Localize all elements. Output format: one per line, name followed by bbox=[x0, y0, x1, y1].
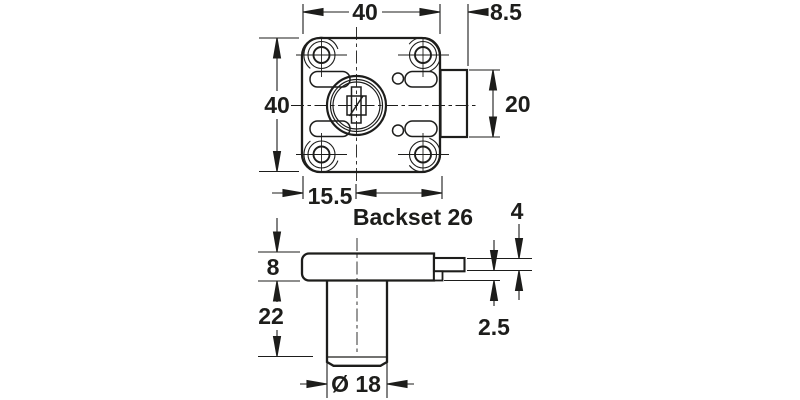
pin-holes bbox=[391, 72, 405, 137]
dimension-backset: 15.5 Backset 26 bbox=[272, 176, 473, 230]
side-plate-outline bbox=[300, 252, 436, 282]
dimension-bolt-offset-2-5: 2.5 bbox=[444, 240, 510, 340]
dim-label-bolt-height: 20 bbox=[505, 91, 531, 117]
dim-label-plate-thickness: 8 bbox=[267, 254, 280, 280]
side-view-dimensions: 8 22 Ø 18 4 bbox=[258, 198, 532, 398]
front-view-centerlines bbox=[291, 27, 478, 183]
dimension-cylinder-length-22: 22 bbox=[258, 303, 313, 358]
dimension-width-40: 40 bbox=[302, 0, 441, 34]
dimension-bolt-protrusion-8-5: 8.5 bbox=[467, 0, 522, 66]
front-view-dimensions: 40 8.5 40 20 bbox=[259, 0, 531, 230]
side-view bbox=[300, 238, 466, 367]
fixing-slots bbox=[309, 70, 438, 138]
latch-bolt-side bbox=[432, 256, 466, 273]
dim-label-backset: Backset 26 bbox=[353, 204, 473, 230]
dimension-bolt-thickness-4: 4 bbox=[467, 198, 532, 300]
dimension-bolt-height-20: 20 bbox=[469, 69, 531, 138]
dimension-cylinder-diameter-18: Ø 18 bbox=[300, 363, 414, 398]
lock-plate-outline bbox=[300, 36, 442, 174]
screw-holes bbox=[296, 36, 449, 173]
dimension-plate-thickness-8: 8 bbox=[258, 218, 300, 302]
latch-bolt-front bbox=[439, 68, 469, 139]
dim-label-width-40: 40 bbox=[352, 0, 378, 25]
plate-step-notch bbox=[433, 270, 444, 282]
dim-label-bolt-thickness: 4 bbox=[511, 198, 524, 224]
cylinder-body-side bbox=[325, 280, 389, 367]
dim-label-bolt-protrusion: 8.5 bbox=[490, 0, 522, 25]
dim-label-cylinder-diameter: Ø 18 bbox=[331, 371, 381, 397]
dimension-height-40: 40 bbox=[259, 37, 299, 173]
dim-label-bolt-offset: 2.5 bbox=[478, 314, 510, 340]
screw-hole-crosshairs bbox=[296, 39, 449, 171]
dim-label-cylinder-length: 22 bbox=[258, 303, 284, 329]
dim-label-height-40: 40 bbox=[264, 92, 290, 118]
dim-label-center-offset: 15.5 bbox=[308, 183, 353, 209]
front-view bbox=[291, 27, 478, 183]
